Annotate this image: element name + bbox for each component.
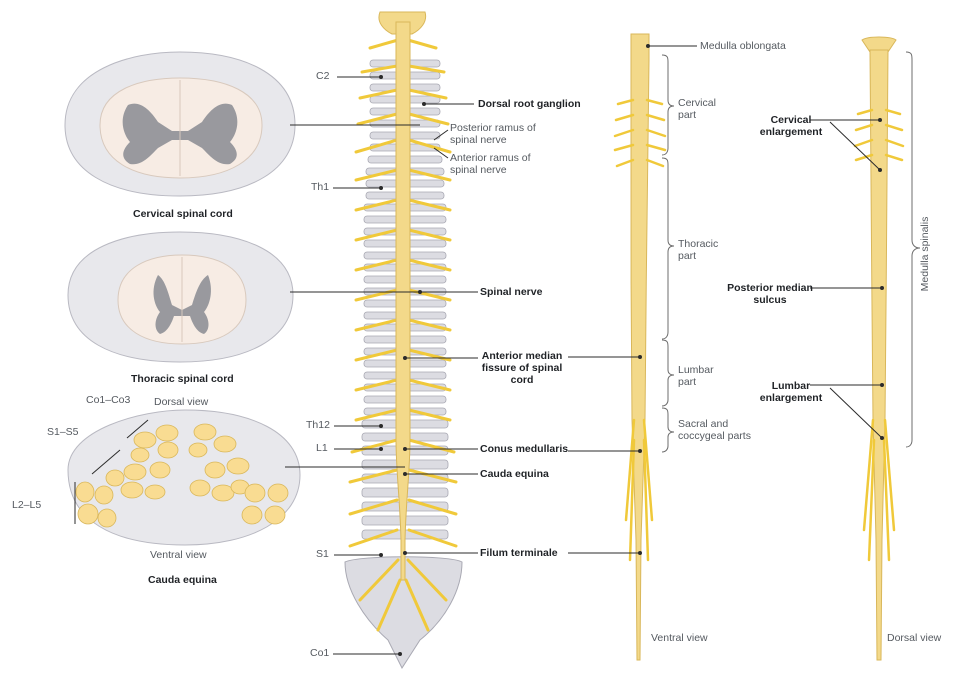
- ventral-cord: [630, 33, 650, 661]
- dorsal-cord-figure: [853, 36, 905, 661]
- cauda-section-outline: [67, 409, 301, 546]
- s-roots-label: S1–S5: [47, 426, 79, 438]
- cauda-nerve-roots: [75, 423, 289, 528]
- spinal-cord-center: [395, 21, 411, 581]
- lumbar-enlargement-label: Lumbar enlargement: [759, 380, 823, 404]
- vertebra-th1-label: Th1: [311, 181, 330, 193]
- medulla-spinalis-label: Medulla spinalis: [919, 216, 931, 292]
- thoracic-section: [67, 231, 294, 363]
- cauda-dorsal-view-label: Dorsal view: [154, 396, 209, 408]
- conus-medullaris-label: Conus medullaris: [480, 443, 569, 455]
- spinal-nerve-label: Spinal nerve: [480, 286, 543, 298]
- lumbar-part-label: Lumbar part: [678, 364, 714, 388]
- leader-dots: [379, 44, 884, 656]
- ventral-view-label: Ventral view: [651, 632, 708, 644]
- thoracic-section-title: Thoracic spinal cord: [131, 373, 234, 385]
- posterior-median-sulcus-label: Posterior median sulcus: [727, 282, 813, 306]
- bracket-cervical: [661, 54, 675, 156]
- cervical-section: [64, 51, 296, 197]
- bracket-lumbar: [661, 339, 675, 407]
- vertebra-th12-label: Th12: [306, 419, 330, 431]
- cauda-section: [67, 409, 301, 546]
- vertebra-s1-label: S1: [316, 548, 329, 560]
- cauda-ventral-view-label: Ventral view: [150, 549, 207, 561]
- thoracic-gray-matter: [153, 275, 211, 334]
- thoracic-part-label: Thoracic part: [678, 238, 719, 262]
- vertebral-column: [344, 11, 463, 670]
- dorsal-view-label: Dorsal view: [887, 632, 942, 644]
- bracket-thoracic: [661, 157, 675, 340]
- dorsal-cord: [869, 49, 889, 661]
- vertebra-c2-label: C2: [316, 70, 330, 82]
- co-roots-label: Co1–Co3: [86, 394, 131, 406]
- dorsal-nerve-roots: [853, 108, 905, 562]
- anterior-median-fissure-label: Anterior median fissure of spinal cord: [481, 350, 563, 386]
- medulla-oblongata-label: Medulla oblongata: [700, 40, 786, 52]
- sacral-coccygeal-label: Sacral and coccygeal parts: [678, 418, 751, 442]
- dorsal-root-ganglion-label: Dorsal root ganglion: [478, 98, 581, 110]
- posterior-ramus-label: Posterior ramus of spinal nerve: [450, 122, 536, 146]
- l-roots-label: L2–L5: [12, 499, 42, 511]
- vertebra-l1-label: L1: [316, 442, 328, 454]
- cauda-equina-label: Cauda equina: [480, 468, 549, 480]
- ventral-nerve-roots: [613, 98, 667, 562]
- filum-terminale-label: Filum terminale: [480, 547, 558, 559]
- anterior-ramus-label: Anterior ramus of spinal nerve: [450, 152, 531, 176]
- bracket-medulla-spinalis: [905, 51, 921, 448]
- spinal-nerves-bundle: [348, 38, 458, 632]
- leader-lines: [285, 45, 883, 655]
- cervical-enlargement-label: Cervical enlargement: [759, 114, 823, 138]
- bracket-sacral: [661, 407, 675, 453]
- vertebra-co1-label: Co1: [310, 647, 330, 659]
- dorsal-cord-top: [861, 36, 897, 53]
- cauda-section-title: Cauda equina: [148, 574, 217, 586]
- cervical-part-label: Cervical part: [678, 97, 716, 121]
- ventral-cord-figure: [613, 33, 667, 661]
- region-brackets: [661, 51, 921, 453]
- cervical-section-title: Cervical spinal cord: [133, 208, 233, 220]
